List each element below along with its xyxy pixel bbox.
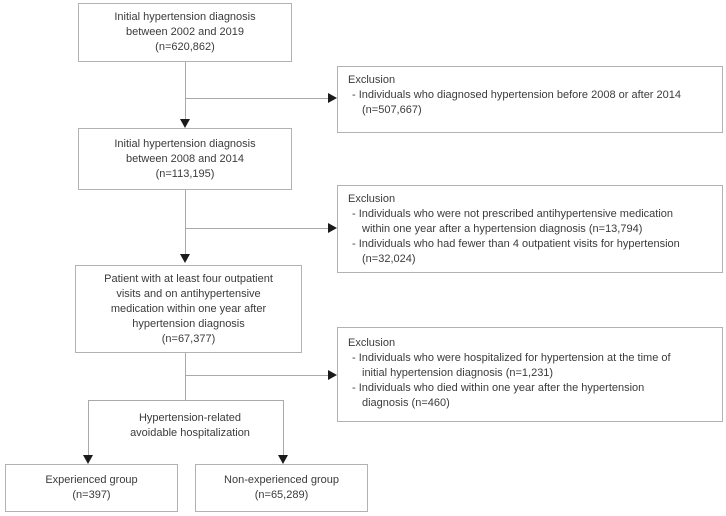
box-text-line: hypertension diagnosis xyxy=(132,317,245,330)
arrowhead-right-icon xyxy=(328,223,337,233)
branch-label-line: Hypertension-related xyxy=(138,412,242,424)
box-text-line: visits and on antihypertensive xyxy=(116,287,261,300)
arrowhead-down-icon xyxy=(180,254,190,263)
branch-label-avoidable-hospitalization: Hypertension-related avoidable hospitali… xyxy=(95,411,285,441)
connector-vertical-line xyxy=(185,353,186,401)
box-text-line: Experienced group xyxy=(45,474,138,486)
exclusion-item-line: - Individuals who were hospitalized for … xyxy=(352,352,671,364)
exclusion-box-medication-visits: Exclusion - Individuals who were not pre… xyxy=(337,185,723,273)
exclusion-item-line: within one year after a hypertension dia… xyxy=(362,223,643,235)
arrowhead-down-icon xyxy=(83,455,93,464)
arrowhead-right-icon xyxy=(328,370,337,380)
exclusion-item-line: - Individuals who had fewer than 4 outpa… xyxy=(352,238,680,250)
connector-vertical-line xyxy=(185,190,186,254)
box-text-line: Patient with at least four outpatient xyxy=(104,272,273,285)
box-text-line: Initial hypertension diagnosis xyxy=(114,11,256,23)
exclusion-item-line: - Individuals who diagnosed hypertension… xyxy=(352,89,682,101)
exclusion-item-line: diagnosis (n=460) xyxy=(362,397,450,409)
arrowhead-down-icon xyxy=(278,455,288,464)
box-count-line: (n=113,195) xyxy=(155,167,215,180)
exclusion-item-line: (n=32,024) xyxy=(362,253,416,265)
box-count-line: (n=67,377) xyxy=(161,332,216,345)
exclusion-title: Exclusion xyxy=(348,337,396,349)
box-count-line: (n=65,289) xyxy=(254,489,309,501)
box-text-line: between 2008 and 2014 xyxy=(125,152,245,165)
exclusion-item-line: initial hypertension diagnosis (n=1,231) xyxy=(362,367,554,379)
exclusion-box-before-2008-after-2014: Exclusion - Individuals who diagnosed hy… xyxy=(337,66,723,133)
connector-vertical-line xyxy=(185,62,186,119)
box-text-line: medication within one year after xyxy=(110,302,267,315)
exclusion-item-line: (n=507,667) xyxy=(362,104,422,116)
connector-vertical-line xyxy=(88,400,89,455)
connector-vertical-line xyxy=(283,400,284,455)
flow-box-experienced-group: Experienced group (n=397) xyxy=(5,464,178,512)
box-text-line: Non-experienced group xyxy=(224,474,339,486)
exclusion-item-line: - Individuals who were not prescribed an… xyxy=(352,208,674,220)
exclusion-item-line: - Individuals who died within one year a… xyxy=(352,382,645,394)
box-text-line: Initial hypertension diagnosis xyxy=(114,137,256,150)
connector-horizontal-line xyxy=(185,98,328,99)
box-count-line: (n=620,862) xyxy=(155,41,215,53)
connector-split-bar xyxy=(88,400,284,401)
exclusion-box-hospitalized-died: Exclusion - Individuals who were hospita… xyxy=(337,327,723,422)
flow-box-outpatient-medication-cohort: Patient with at least four outpatient vi… xyxy=(75,265,302,353)
flow-box-initial-diagnosis-2008-2014: Initial hypertension diagnosis between 2… xyxy=(78,128,292,190)
arrowhead-down-icon xyxy=(180,119,190,128)
connector-horizontal-line xyxy=(185,375,328,376)
branch-label-line: avoidable hospitalization xyxy=(130,427,250,439)
flow-box-non-experienced-group: Non-experienced group (n=65,289) xyxy=(195,464,368,512)
connector-horizontal-line xyxy=(185,228,328,229)
box-text-line: between 2002 and 2019 xyxy=(125,26,245,38)
flow-box-initial-diagnosis-2002-2019: Initial hypertension diagnosis between 2… xyxy=(78,3,292,62)
exclusion-title: Exclusion xyxy=(348,193,396,205)
arrowhead-right-icon xyxy=(328,93,337,103)
box-count-line: (n=397) xyxy=(72,489,111,501)
exclusion-title: Exclusion xyxy=(348,74,396,86)
